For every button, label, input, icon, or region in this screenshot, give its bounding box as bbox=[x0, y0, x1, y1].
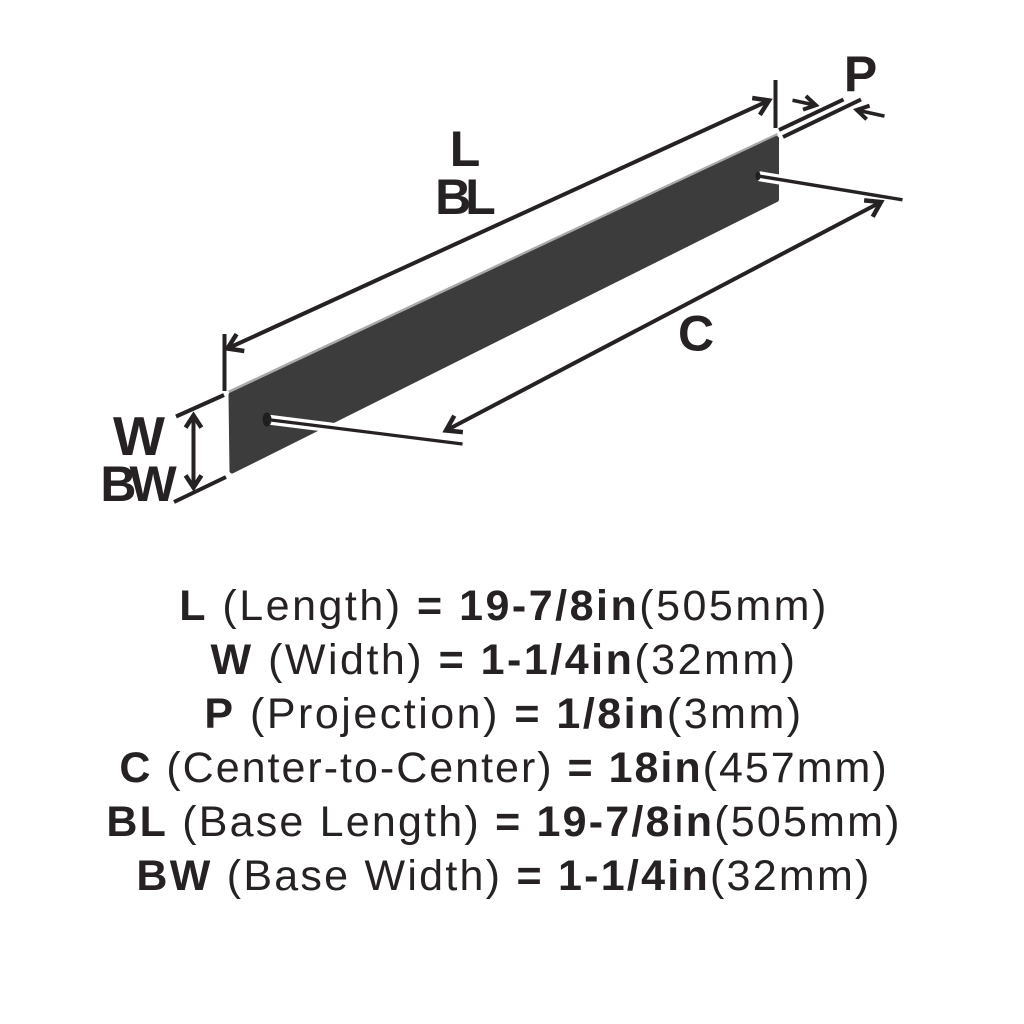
svg-text:BW (Base Width) = 1-1/4in(32mm: BW (Base Width) = 1-1/4in(32mm) bbox=[136, 852, 871, 900]
svg-text:W (Width) = 1-1/4in(32mm): W (Width) = 1-1/4in(32mm) bbox=[211, 636, 798, 684]
svg-text:P: P bbox=[844, 46, 877, 102]
svg-text:C (Center-to-Center) = 18in(45: C (Center-to-Center) = 18in(457mm) bbox=[119, 744, 888, 792]
svg-text:C: C bbox=[678, 306, 714, 362]
svg-text:L: L bbox=[450, 121, 481, 177]
svg-text:BL (Base Length) = 19-7/8in(50: BL (Base Length) = 19-7/8in(505mm) bbox=[106, 798, 901, 846]
svg-text:BW: BW bbox=[100, 456, 177, 512]
svg-text:L (Length) = 19-7/8in(505mm): L (Length) = 19-7/8in(505mm) bbox=[179, 582, 829, 630]
svg-text:BL: BL bbox=[435, 169, 494, 225]
svg-text:P (Projection) = 1/8in(3mm): P (Projection) = 1/8in(3mm) bbox=[204, 690, 803, 738]
svg-text:W: W bbox=[113, 405, 165, 467]
